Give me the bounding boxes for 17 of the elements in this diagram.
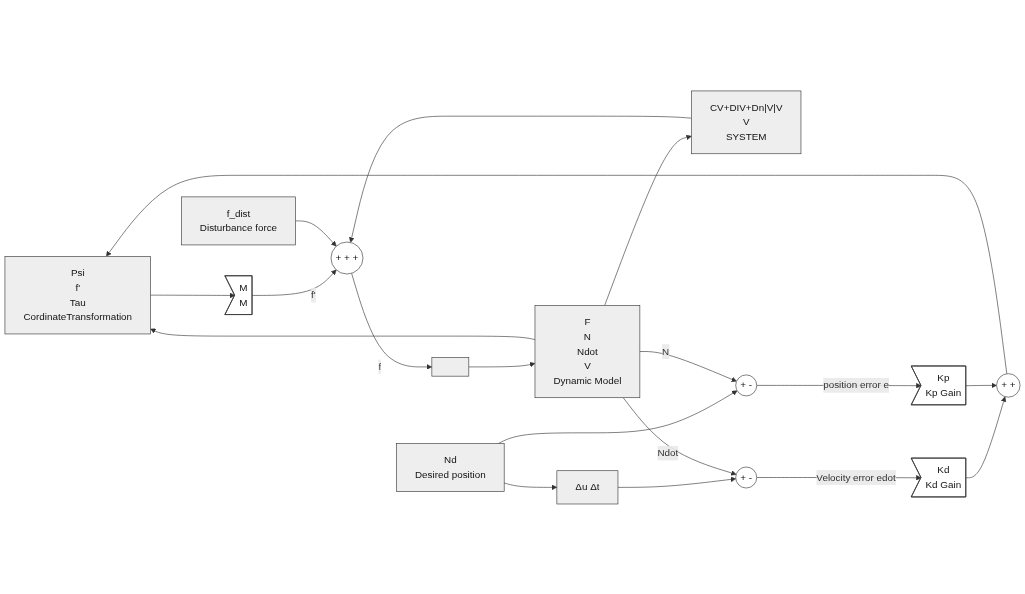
edge-label: position error e: [823, 379, 889, 390]
node-circle: + + +: [330, 241, 364, 274]
node-box: f_dist Disturbance force: [181, 196, 296, 245]
edge-label: f': [310, 289, 316, 300]
edge-label: Ndot: [657, 447, 679, 458]
node-box: [431, 356, 470, 376]
node-box: Nd Desired position: [396, 442, 505, 492]
edge-label: N: [662, 345, 670, 356]
node-box: Psi f' Tau CordinateTransformation: [4, 255, 151, 334]
edge-label: f: [378, 360, 382, 372]
node-box: CV+DIV+Dn|V|V V SYSTEM: [691, 90, 802, 154]
node-box: Δu Δt: [556, 469, 619, 504]
node-circle: + +: [996, 372, 1021, 397]
node-box: F N Ndot V Dynamic Model: [534, 304, 641, 398]
node-circle: + -: [735, 466, 758, 488]
edge-label: Velocity error edot: [816, 471, 896, 482]
node-circle: + -: [735, 374, 758, 396]
